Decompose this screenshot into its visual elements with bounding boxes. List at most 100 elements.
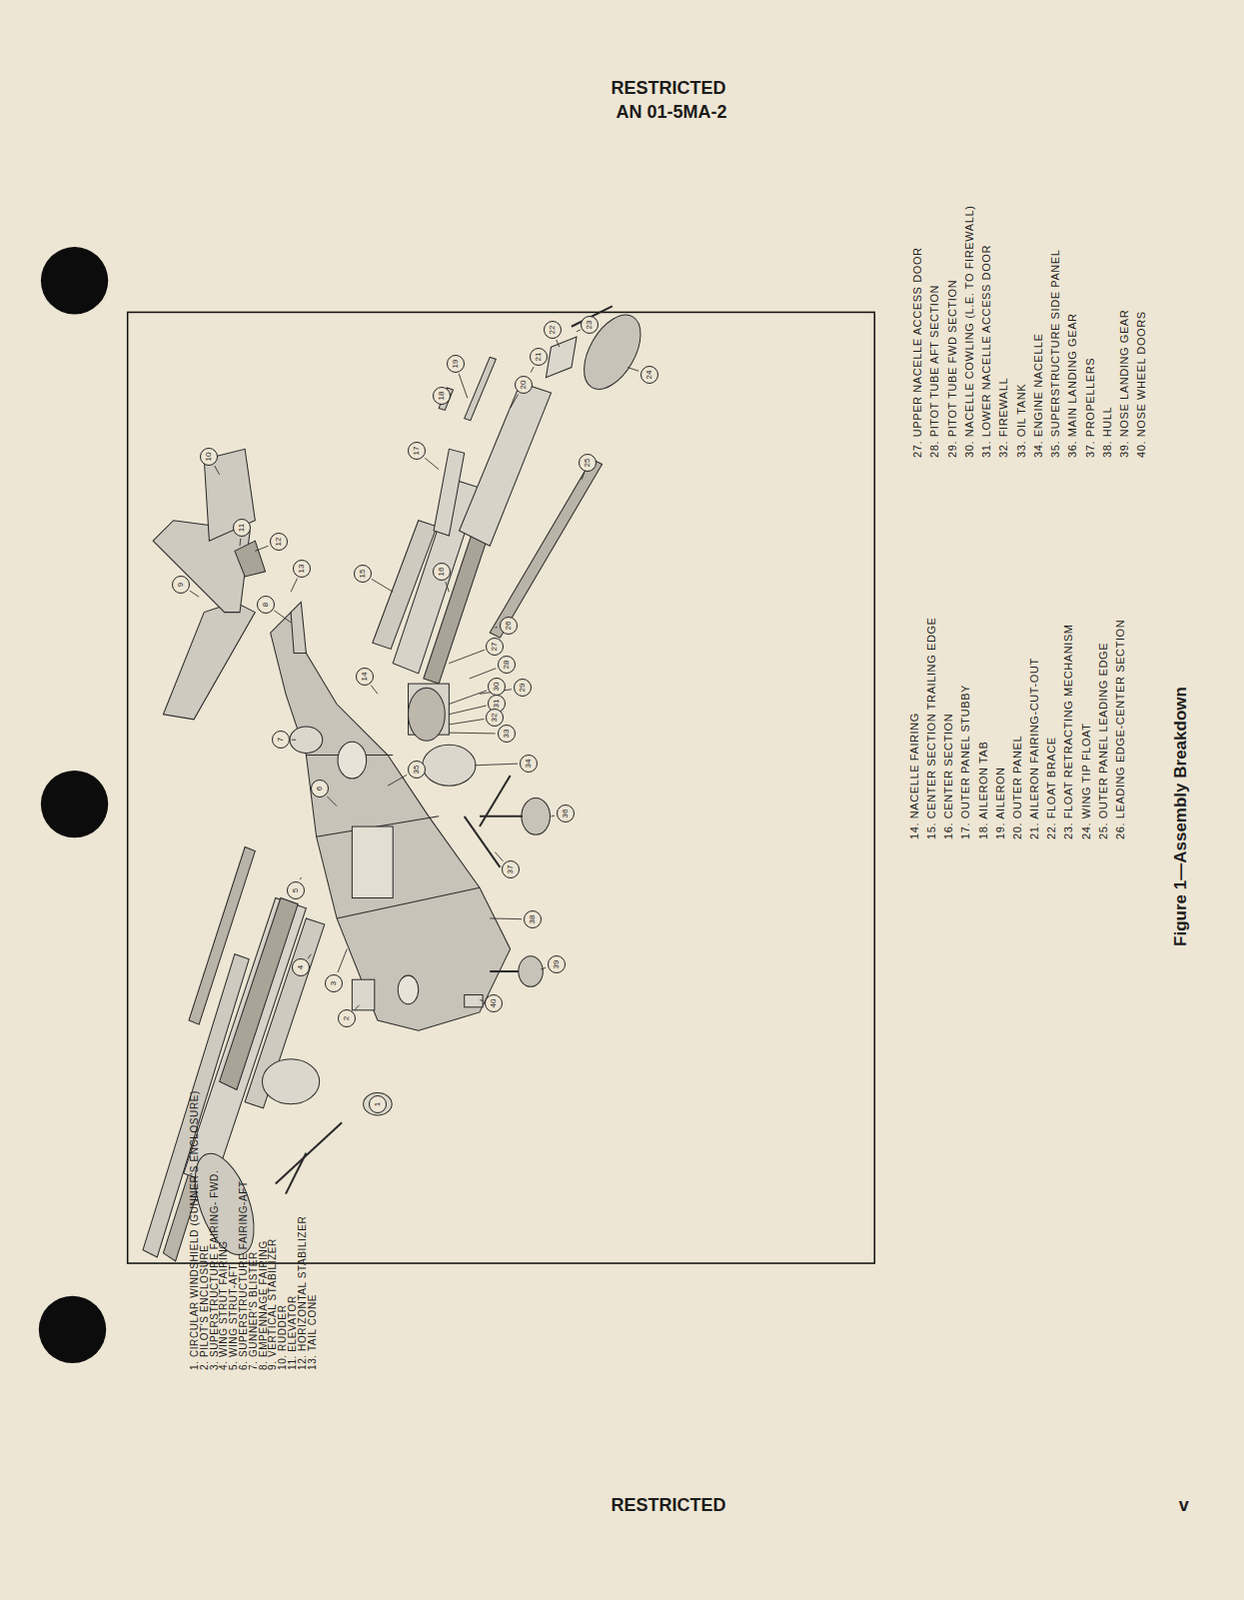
parts-list-item: 39. NOSE LANDING GEAR <box>1118 308 1131 457</box>
callout-number: 7 <box>276 737 285 742</box>
parts-list-item: 33. OIL TANK <box>1015 382 1028 457</box>
callout-number: 35 <box>412 765 421 775</box>
leader-line <box>370 685 378 695</box>
callout-number: 28 <box>502 659 511 669</box>
callout-circle: 21 <box>529 347 548 366</box>
parts-list-item: 5. WING STRUT-AFT <box>228 1262 239 1369</box>
callout-number: 2 <box>342 1016 351 1021</box>
callout-circle: 10 <box>199 447 218 466</box>
callout-number: 31 <box>492 698 501 708</box>
punch-hole <box>40 246 108 314</box>
leader-line <box>489 917 522 920</box>
callout-circle: 33 <box>497 724 516 743</box>
callout-number: 6 <box>315 786 324 791</box>
callout-circle: 8 <box>256 595 275 614</box>
parts-list-item: 38. HULL <box>1101 405 1114 457</box>
parts-list-item: 18. AILERON TAB <box>977 740 990 839</box>
parts-list-item: 24. WING TIP FLOAT <box>1080 722 1093 840</box>
punch-hole <box>38 1295 106 1363</box>
leader-line <box>479 999 484 1002</box>
callout-circle: 5 <box>286 881 305 900</box>
parts-list-item: 8. EMPENNAGE FAIRING <box>258 1240 269 1370</box>
callout-number: 21 <box>534 352 543 362</box>
parts-list-item: 6. SUPERSTRUCTURE FAIRING-AFT <box>238 1180 249 1370</box>
callout-number: 18 <box>437 391 446 401</box>
parts-list-item: 12. HORIZONTAL STABILIZER <box>297 1215 308 1369</box>
parts-list-item: 29. PITOT TUBE FWD SECTION <box>946 278 959 457</box>
parts-list-item: 37. PROPELLERS <box>1084 356 1097 457</box>
callout-circle: 15 <box>353 564 372 583</box>
parts-list-item: 40. NOSE WHEEL DOORS <box>1135 310 1148 458</box>
callout-number: 39 <box>552 960 561 970</box>
leader-line <box>510 394 519 409</box>
leader-line <box>627 367 639 372</box>
parts-list-item: 20. OUTER PANEL <box>1011 734 1024 839</box>
callout-circle: 35 <box>407 760 426 779</box>
callout-number: 5 <box>291 887 300 892</box>
callout-number: 8 <box>261 601 270 606</box>
leader-line <box>387 774 407 786</box>
callout-number: 17 <box>412 446 421 456</box>
callout-circle: 28 <box>497 655 516 674</box>
callout-number: 27 <box>490 641 499 651</box>
parts-list-item: 9. VERTICAL STABILIZER <box>267 1238 278 1370</box>
leader-line <box>254 545 268 551</box>
leader-line <box>239 538 242 546</box>
parts-list-item: 10. RUDDER <box>277 1303 288 1369</box>
leader-line <box>448 718 484 724</box>
leader-line <box>291 739 296 741</box>
parts-list-item: 22. FLOAT BRACE <box>1045 736 1058 840</box>
callout-number: 3 <box>329 980 338 985</box>
leader-line <box>307 954 312 960</box>
callout-circle: 39 <box>547 955 566 974</box>
callout-number: 25 <box>583 457 592 467</box>
callout-circle: 2 <box>337 1009 356 1028</box>
leader-line <box>551 815 556 818</box>
leader-line <box>214 465 220 475</box>
callout-circle: 37 <box>501 860 520 879</box>
callout-circle: 11 <box>232 518 251 537</box>
leader-line <box>458 373 468 398</box>
document-number: AN 01-5MA-2 <box>616 101 728 123</box>
callout-circle: 26 <box>499 616 518 635</box>
callout-circle: 25 <box>578 453 597 472</box>
leader-line <box>556 339 560 347</box>
callout-circle: 27 <box>485 637 504 656</box>
security-marking: RESTRICTED <box>610 1494 726 1516</box>
callout-circle: 9 <box>171 575 190 594</box>
callout-number: 30 <box>492 682 501 692</box>
callout-number: 11 <box>237 523 246 532</box>
leader-line <box>189 590 199 597</box>
figure-frame <box>127 311 876 1263</box>
leader-line <box>448 649 485 663</box>
parts-list-item: 13. TAIL CONE <box>307 1293 318 1370</box>
parts-list-item: 26. LEADING EDGE-CENTER SECTION <box>1114 618 1127 839</box>
callout-number: 23 <box>585 319 594 329</box>
callout-number: 24 <box>645 369 654 379</box>
parts-list-item: 27. UPPER NACELLE ACCESS DOOR <box>911 246 924 458</box>
leader-line <box>474 763 518 766</box>
parts-list-item: 7. GUNNER'S BLISTER <box>248 1250 259 1370</box>
callout-circle: 22 <box>543 320 562 339</box>
callout-circle: 32 <box>485 708 504 727</box>
leader-line <box>530 366 534 373</box>
parts-list-item: 21. AILERON FAIRING-CUT-OUT <box>1028 657 1041 840</box>
callout-circle: 3 <box>324 974 343 993</box>
parts-list-item: 19. AILERON <box>994 766 1007 840</box>
callout-number: 14 <box>360 672 369 682</box>
callout-circle: 23 <box>580 315 599 334</box>
parts-list-item: 4. WING STRUT FAIRING <box>218 1240 229 1370</box>
callout-number: 10 <box>204 451 213 461</box>
parts-list-item: 14. NACELLE FAIRING <box>908 712 921 840</box>
parts-list-item: 35. SUPERSTRUCTURE SIDE PANEL <box>1049 248 1062 458</box>
leader-line <box>371 578 393 592</box>
callout-number: 34 <box>524 759 533 769</box>
callout-number: 38 <box>528 915 537 925</box>
callout-number: 26 <box>504 621 513 631</box>
callout-circle: 30 <box>487 677 506 696</box>
leader-line <box>448 732 495 735</box>
callout-circle: 38 <box>523 910 542 929</box>
aircraft-drawing <box>142 305 653 1262</box>
leader-line <box>469 668 497 679</box>
parts-list-item: 31. LOWER NACELLE ACCESS DOOR <box>980 244 993 458</box>
